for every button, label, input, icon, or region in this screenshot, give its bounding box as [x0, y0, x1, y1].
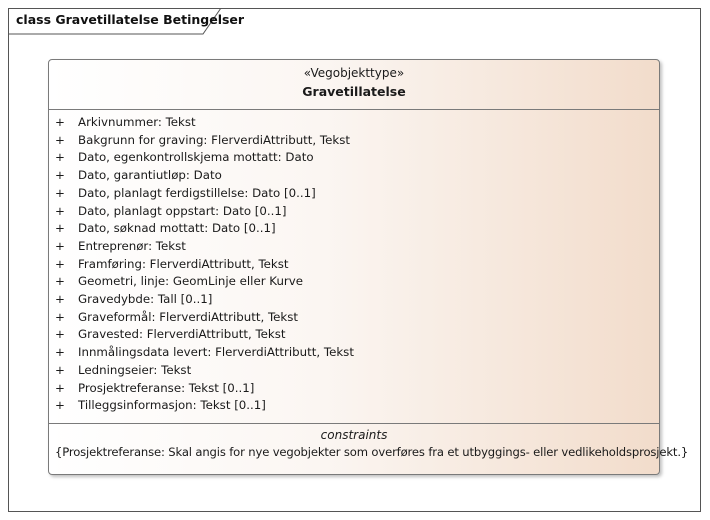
visibility-marker: + — [55, 256, 65, 271]
attribute-text: Ledningseier: Tekst — [78, 362, 192, 377]
visibility-marker: + — [55, 327, 65, 342]
attribute-text: Framføring: FlerverdiAttributt, Tekst — [78, 256, 289, 271]
visibility-marker: + — [55, 345, 65, 360]
visibility-marker: + — [55, 185, 65, 200]
class-name: Gravetillatelse — [302, 84, 406, 99]
attribute-text: Dato, garantiutløp: Dato — [78, 168, 222, 183]
visibility-marker: + — [55, 221, 65, 236]
visibility-marker: + — [55, 238, 65, 253]
attribute-text: Dato, planlagt oppstart: Dato [0..1] — [78, 203, 287, 218]
visibility-marker: + — [55, 398, 65, 413]
attribute-text: Dato, egenkontrollskjema mottatt: Dato — [78, 150, 314, 165]
title-tab-outline — [8, 8, 222, 35]
attribute-text: Arkivnummer: Tekst — [78, 115, 196, 129]
attribute-text: Innmålingsdata levert: FlerverdiAttribut… — [78, 345, 354, 360]
class-stereotype: «Vegobjekttype» — [303, 66, 405, 80]
visibility-marker: + — [55, 203, 65, 218]
visibility-marker: + — [55, 292, 65, 306]
visibility-marker: + — [55, 274, 65, 289]
attribute-text: Gravested: FlerverdiAttributt, Tekst — [78, 327, 286, 342]
attributes-compartment: + Arkivnummer: Tekst + Bakgrunn for graving… — [49, 109, 659, 424]
visibility-marker: + — [55, 168, 65, 183]
constraint-text: {Prosjektreferanse: Skal angis for nye v… — [55, 445, 689, 459]
visibility-marker: + — [55, 309, 65, 324]
attribute-text: Graveformål: FlerverdiAttributt, Tekst — [78, 309, 299, 324]
attribute-text: Gravedybde: Tall [0..1] — [78, 292, 213, 306]
attribute-text: Bakgrunn for graving: FlerverdiAttributt… — [78, 132, 350, 147]
visibility-marker: + — [55, 132, 65, 147]
visibility-marker: + — [55, 362, 65, 377]
attribute-text: Dato, planlagt ferdigstillelse: Dato [0.… — [78, 185, 316, 200]
diagram-title: class Gravetillatelse Betingelser — [16, 12, 245, 27]
attribute-text: Entreprenør: Tekst — [78, 238, 186, 253]
visibility-marker: + — [55, 380, 65, 395]
class-gravetillatelse[interactable]: «Vegobjekttype» Gravetillatelse + Arkivnu… — [48, 59, 688, 475]
constraints-compartment: constraints {Prosjektreferanse: Skal ang… — [49, 424, 688, 474]
visibility-marker: + — [55, 115, 65, 129]
attribute-text: Geometri, linje: GeomLinje eller Kurve — [78, 274, 304, 289]
attribute-text: Dato, søknad mottatt: Dato [0..1] — [78, 221, 276, 236]
class-header: «Vegobjekttype» Gravetillatelse — [49, 60, 659, 110]
attribute-text: Prosjektreferanse: Tekst [0..1] — [78, 380, 255, 395]
visibility-marker: + — [55, 150, 65, 165]
attribute-text: Tilleggsinformasjon: Tekst [0..1] — [78, 398, 266, 413]
constraints-title: constraints — [320, 428, 388, 442]
